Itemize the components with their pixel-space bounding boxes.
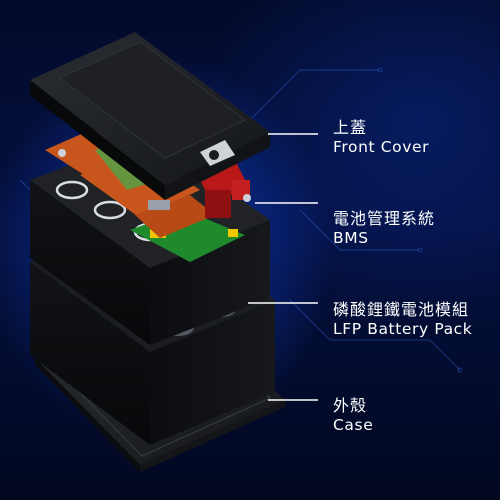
label-bms: 電池管理系統 BMS	[333, 209, 435, 248]
label-case: 外殼 Case	[333, 396, 373, 435]
label-front-cover: 上蓋 Front Cover	[333, 118, 429, 157]
front-cover-part	[30, 32, 270, 200]
label-case-zh: 外殼	[333, 396, 368, 415]
label-battery-pack-zh: 磷酸鋰鐵電池模組	[333, 300, 470, 319]
label-bms-en: BMS	[333, 229, 369, 248]
label-battery-pack: 磷酸鋰鐵電池模組 LFP Battery Pack	[333, 300, 472, 339]
label-front-cover-zh: 上蓋	[333, 118, 368, 137]
leader-lines	[248, 133, 318, 401]
label-bms-zh: 電池管理系統	[333, 209, 436, 228]
label-battery-pack-en: LFP Battery Pack	[333, 320, 473, 339]
label-front-cover-en: Front Cover	[333, 138, 430, 157]
label-case-en: Case	[333, 416, 374, 435]
